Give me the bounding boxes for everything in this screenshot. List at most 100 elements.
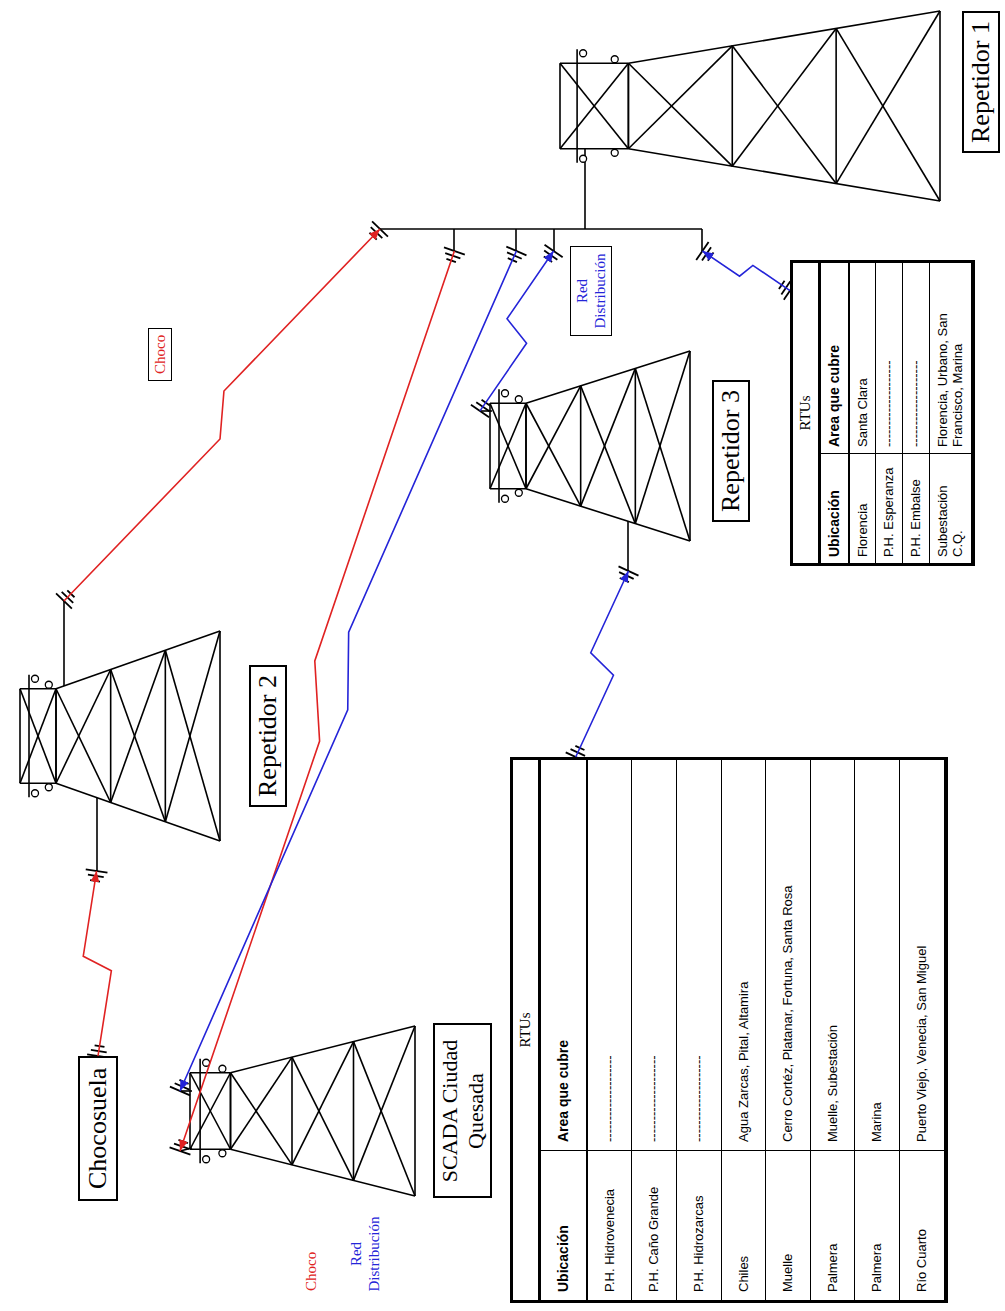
tower-strut xyxy=(28,675,30,798)
insulator xyxy=(611,56,618,63)
radio-link xyxy=(64,229,380,601)
table-cell: Marina xyxy=(855,760,900,1150)
insulator xyxy=(515,396,522,403)
tower-strut xyxy=(56,783,220,841)
tower-strut xyxy=(219,631,221,841)
tower-strut xyxy=(560,62,628,64)
tower-strut xyxy=(628,46,732,149)
radio-link xyxy=(180,251,454,1151)
site-name: SCADA Ciudad Quesada xyxy=(433,1024,492,1199)
tower-strut xyxy=(489,403,491,489)
tower-strut xyxy=(111,650,166,802)
table-grid: RTUsUbicaciónArea que cubreFlorenciaSant… xyxy=(790,260,975,566)
table-cell: -------------------- xyxy=(876,263,903,453)
insulator xyxy=(502,495,509,502)
insulator xyxy=(515,489,522,496)
tower-strut xyxy=(560,63,628,149)
tower-strut xyxy=(628,149,940,201)
antenna-arm xyxy=(627,521,629,571)
tower-strut xyxy=(560,63,628,149)
table-cell: -------------------- xyxy=(632,760,677,1150)
site-name: Repetidor 2 xyxy=(249,665,287,807)
insulator xyxy=(203,1156,210,1163)
tower-strut xyxy=(526,351,690,403)
table-cell: Palmera xyxy=(855,1150,900,1300)
table-cell: Chiles xyxy=(722,1150,767,1300)
insulator xyxy=(32,790,39,797)
link-label: Red Distribución xyxy=(345,1205,385,1303)
insulator xyxy=(32,675,39,682)
antenna-symbol xyxy=(471,400,490,417)
tower-strut xyxy=(635,351,690,524)
tower-strut xyxy=(689,351,691,541)
table-cell: P.H. Hidrovenecia xyxy=(588,1150,633,1300)
table-cell: P.H. Hidrozarcas xyxy=(677,1150,722,1300)
tower-strut xyxy=(525,403,527,489)
tower-strut xyxy=(55,689,57,784)
antenna-symbol xyxy=(696,242,713,261)
table-cell: -------------------- xyxy=(677,760,722,1150)
tower-strut xyxy=(835,28,837,183)
tower-strut xyxy=(110,670,112,803)
table-cell: -------------------- xyxy=(588,760,633,1150)
table-cell: Puerto Viejo, Venecia, San Miguel xyxy=(900,760,945,1150)
tower-strut xyxy=(580,386,582,506)
tower-strut xyxy=(165,631,220,822)
tower-strut xyxy=(526,489,690,541)
table-cell: P.H. Caño Grande xyxy=(632,1150,677,1300)
site-name: Chocosuela xyxy=(83,1068,113,1189)
table-header: Area que cubre xyxy=(821,263,850,453)
insulator xyxy=(580,50,587,57)
tower-site: Repetidor 3 xyxy=(480,331,750,571)
table-header: Ubicación xyxy=(821,453,850,563)
tower-strut xyxy=(731,46,733,166)
table-grid: RTUsUbicaciónArea que cubreP.H. Hidroven… xyxy=(510,757,948,1303)
link-label: Red Distribución xyxy=(570,246,612,336)
table-cell: Río Cuarto xyxy=(900,1150,945,1300)
tower-strut xyxy=(490,403,526,489)
tower-strut xyxy=(56,631,220,689)
insulator xyxy=(219,1150,226,1157)
tower-strut xyxy=(292,1057,354,1180)
tower-strut xyxy=(55,689,57,784)
site-label-box: Chocosuela xyxy=(78,1056,118,1201)
insulator xyxy=(219,1065,226,1072)
tower-strut xyxy=(199,1059,201,1164)
tower-strut xyxy=(19,689,21,784)
table-title: RTUs xyxy=(513,760,541,1300)
radio-link xyxy=(576,571,629,757)
tower-strut xyxy=(628,63,630,149)
tower-strut xyxy=(498,389,500,503)
tower-strut xyxy=(628,11,940,63)
tower-strut xyxy=(836,28,940,201)
insulator xyxy=(45,784,52,791)
tower-lattice xyxy=(190,1026,415,1196)
table-cell: Palmera xyxy=(811,1150,856,1300)
tower-strut xyxy=(292,1042,354,1165)
tower-strut xyxy=(354,1026,416,1180)
tower-strut xyxy=(628,63,630,149)
radio-link xyxy=(702,251,790,291)
rtu-table: RTUsUbicaciónArea que cubreFlorenciaSant… xyxy=(790,260,975,566)
site-name: Repetidor 3 xyxy=(712,380,750,522)
tower-strut xyxy=(231,1073,293,1165)
tower-strut xyxy=(490,403,526,489)
insulator xyxy=(611,149,618,156)
table-cell: Santa Clara xyxy=(850,263,877,453)
antenna-symbol xyxy=(444,247,465,262)
table-cell: P.H. Embalse xyxy=(903,453,930,563)
table-cell: P.H. Esperanza xyxy=(876,453,903,563)
tower-site: Repetidor 2 xyxy=(15,601,287,871)
table-cell: Cerro Cortéz, Platanar, Fortuna, Santa R… xyxy=(766,760,811,1150)
tower-strut xyxy=(20,689,56,784)
radio-link xyxy=(180,251,516,1091)
tower-strut xyxy=(165,650,167,822)
table-header: Ubicación xyxy=(541,1150,588,1300)
tower-strut xyxy=(560,148,628,150)
antenna-mast xyxy=(380,228,702,230)
table-cell: Muelle, Subestación xyxy=(811,760,856,1150)
link-label: Choco xyxy=(148,328,172,381)
tower-lattice xyxy=(20,631,220,841)
antenna-arm xyxy=(453,229,455,251)
